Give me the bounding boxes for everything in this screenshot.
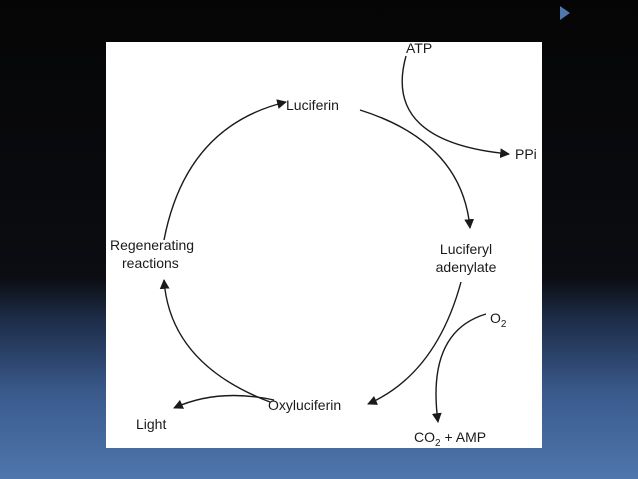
label-o2-main: O — [490, 310, 501, 326]
arrow-atp-to-ppi — [401, 55, 510, 159]
arc-luciferyl-to-oxyluciferin — [367, 281, 462, 405]
label-co2-rest: + AMP — [441, 429, 487, 445]
label-o2: O2 — [490, 310, 507, 330]
arrow-o2-to-co2 — [431, 313, 487, 423]
arc-luciferin-to-luciferyl — [359, 109, 475, 229]
diagram-card: Luciferin Luciferyl adenylate Oxylucifer… — [106, 42, 542, 448]
label-o2-sub: 2 — [501, 319, 507, 330]
slide-bullet-icon — [560, 6, 570, 20]
arc-oxyluciferin-to-regenerating — [159, 279, 271, 403]
node-regenerating-line1: Regenerating — [110, 237, 194, 253]
luciferase-cycle-diagram: Luciferin Luciferyl adenylate Oxylucifer… — [110, 42, 537, 448]
label-light: Light — [136, 416, 166, 432]
label-ppi: PPi — [515, 146, 537, 162]
node-oxyluciferin: Oxyluciferin — [268, 397, 341, 413]
label-co2-main: CO — [414, 429, 435, 445]
node-luciferin: Luciferin — [286, 97, 339, 113]
label-co2-sub: 2 — [435, 438, 441, 448]
label-co2-amp: CO2 + AMP — [414, 429, 486, 448]
label-atp: ATP — [406, 42, 432, 56]
node-luciferyl-line1: Luciferyl — [440, 241, 492, 257]
node-regenerating-line2: reactions — [122, 255, 179, 271]
arrow-to-light — [173, 394, 275, 409]
arc-regenerating-to-luciferin — [163, 99, 287, 241]
node-luciferyl-line2: adenylate — [436, 259, 497, 275]
